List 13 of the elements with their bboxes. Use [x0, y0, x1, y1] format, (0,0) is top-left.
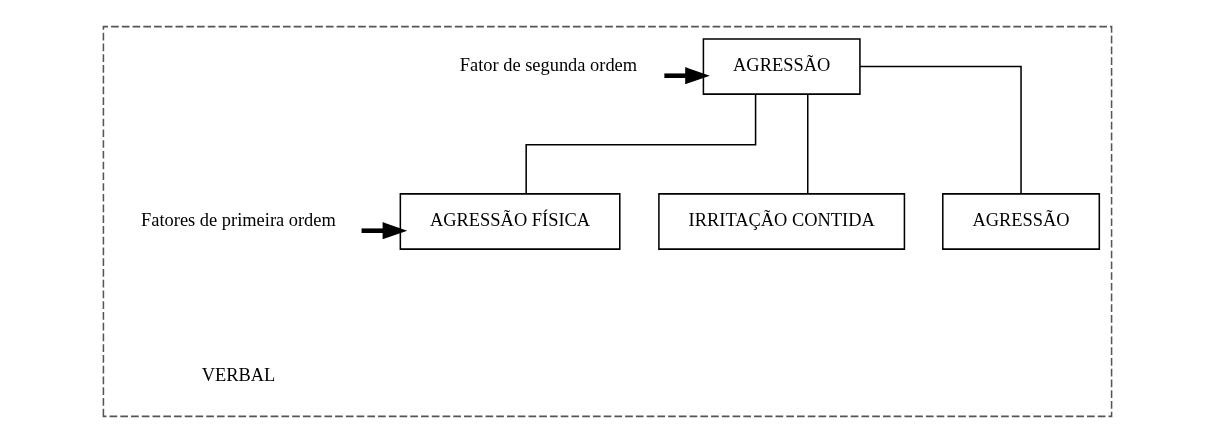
arrow: [663, 67, 710, 85]
node-box: AGRESSÃO FÍSICA: [399, 193, 621, 250]
connector: [858, 65, 1022, 195]
node-box: AGRESSÃO: [941, 193, 1100, 250]
cluster: [102, 25, 1112, 418]
node-text: Fatores de primeira ordem: [140, 210, 336, 231]
connector: [806, 93, 808, 195]
arrow: [361, 222, 407, 240]
label: VERBAL: [201, 365, 275, 386]
node-box: AGRESSÃO: [702, 38, 861, 95]
node-box: IRRITAÇÃO CONTIDA: [657, 193, 905, 250]
connector: [524, 93, 756, 195]
node-text: Fator de segunda ordem: [459, 55, 637, 76]
